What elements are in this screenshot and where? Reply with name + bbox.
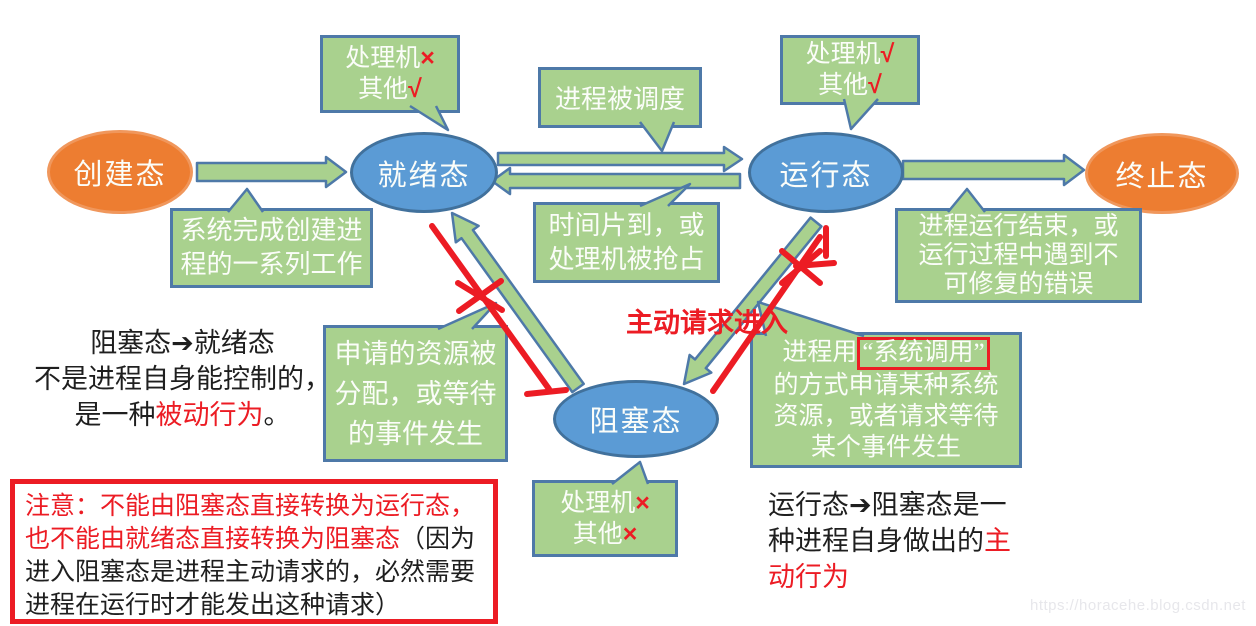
- arrow-create-to-ready: [195, 155, 348, 189]
- callout-terminate-note: 进程运行结束，或 运行过程中遇到不 可修复的错误: [895, 208, 1142, 303]
- callout-timeslice: 时间片到，或 处理机被抢占: [533, 202, 720, 283]
- arrow-running-to-terminate: [901, 153, 1086, 187]
- callout-text: 的方式申请某种系统: [773, 371, 999, 399]
- state-ellipse-create: 创建态: [47, 130, 193, 214]
- note-line: 是一种被动行为。: [74, 400, 291, 430]
- callout-text: 进程运行结束，或: [918, 213, 1119, 240]
- note-line: 种进程自身做出的主: [768, 526, 1011, 556]
- active-request-label: 主动请求进入: [626, 308, 788, 338]
- note-line: 运行态➔阻塞态是一: [768, 490, 1007, 520]
- callout-blocked-flags: 处理机× 其他×: [532, 480, 678, 557]
- callout-text: 其他: [572, 520, 623, 548]
- callout-text: 运行过程中遇到不: [918, 242, 1119, 269]
- state-ellipse-running: 运行态: [748, 132, 904, 213]
- arrow-running-to-ready: [490, 166, 742, 196]
- callout-text: 处理机被抢占: [548, 244, 705, 274]
- callout-text: 时间片到，或: [548, 210, 705, 240]
- callout-text: 分配，或等待: [334, 378, 497, 409]
- active-behavior-highlight: 主: [984, 526, 1011, 556]
- note-line: 阻塞态➔就绪态: [90, 328, 275, 358]
- active-behavior-highlight: 动行为: [768, 562, 849, 592]
- state-ellipse-ready: 就绪态: [350, 132, 498, 213]
- note-line: 不是进程自身能控制的，: [34, 364, 331, 394]
- callout-text: 的事件发生: [348, 418, 483, 449]
- active-behavior-note: 运行态➔阻塞态是一 种进程自身做出的主 动行为: [768, 487, 1030, 595]
- cross-mark: ×: [635, 488, 650, 517]
- notice-box: 注意：不能由阻塞态直接转换为运行态， 也不能由就绪态直接转换为阻塞态（因为 进入…: [10, 479, 498, 624]
- callout-text: 系统完成创建进: [180, 216, 363, 245]
- notice-line: 注意：不能由阻塞态直接转换为运行态，: [25, 493, 476, 520]
- notice-line: 进程在运行时才能发出这种请求）: [25, 592, 401, 619]
- state-label-ready: 就绪态: [377, 159, 471, 192]
- callout-text: 进程被调度: [554, 85, 685, 114]
- notice-line: 也不能由就绪态直接转换为阻塞态（因为: [25, 526, 476, 553]
- callout-create-note: 系统完成创建进 程的一系列工作: [170, 208, 373, 288]
- callout-ready-flags: 处理机× 其他√: [320, 35, 460, 113]
- check-mark: √: [408, 75, 422, 103]
- state-label-blocked: 阻塞态: [589, 406, 683, 438]
- callout-text: 程的一系列工作: [180, 250, 363, 279]
- callout-text: 其他: [358, 76, 409, 103]
- callout-running-flags: 处理机√ 其他√: [780, 35, 920, 105]
- callout-syscall: 进程用“系统调用” 的方式申请某种系统 资源，或者请求等待 某个事件发生: [750, 332, 1022, 468]
- cross-mark: ×: [622, 519, 638, 548]
- passive-behavior-note: 阻塞态➔就绪态 不是进程自身能控制的， 是一种被动行为。: [25, 325, 340, 433]
- callout-text: 处理机: [560, 489, 636, 517]
- callout-scheduled: 进程被调度: [538, 67, 702, 128]
- callout-text: 处理机: [805, 41, 881, 68]
- syscall-highlight-box: “系统调用”: [857, 337, 990, 370]
- callout-text: 进程用: [782, 339, 858, 367]
- check-mark: √: [868, 71, 882, 99]
- callout-text: 资源，或者请求等待: [773, 402, 999, 430]
- callout-resource: 申请的资源被 分配，或等待 的事件发生: [323, 325, 508, 462]
- state-label-create: 创建态: [73, 159, 167, 191]
- callout-text: 某个事件发生: [810, 433, 961, 461]
- state-label-running: 运行态: [779, 159, 873, 192]
- arrow-ready-to-running: [496, 145, 744, 173]
- callout-text: 申请的资源被: [334, 338, 497, 369]
- callout-text: 其他: [818, 72, 869, 99]
- state-ellipse-terminate: 终止态: [1085, 133, 1239, 214]
- callout-text: 可修复的错误: [943, 271, 1094, 298]
- state-label-terminate: 终止态: [1115, 160, 1209, 193]
- cross-mark: ×: [420, 44, 435, 72]
- passive-behavior-highlight: 被动行为: [155, 400, 264, 430]
- check-mark: √: [880, 40, 895, 68]
- notice-line: 进入阻塞态是进程主动请求的，必然需要: [25, 559, 476, 586]
- watermark: https://horacehe.blog.csdn.net: [1030, 597, 1246, 614]
- state-ellipse-blocked: 阻塞态: [553, 380, 719, 458]
- callout-text: 处理机: [345, 45, 421, 72]
